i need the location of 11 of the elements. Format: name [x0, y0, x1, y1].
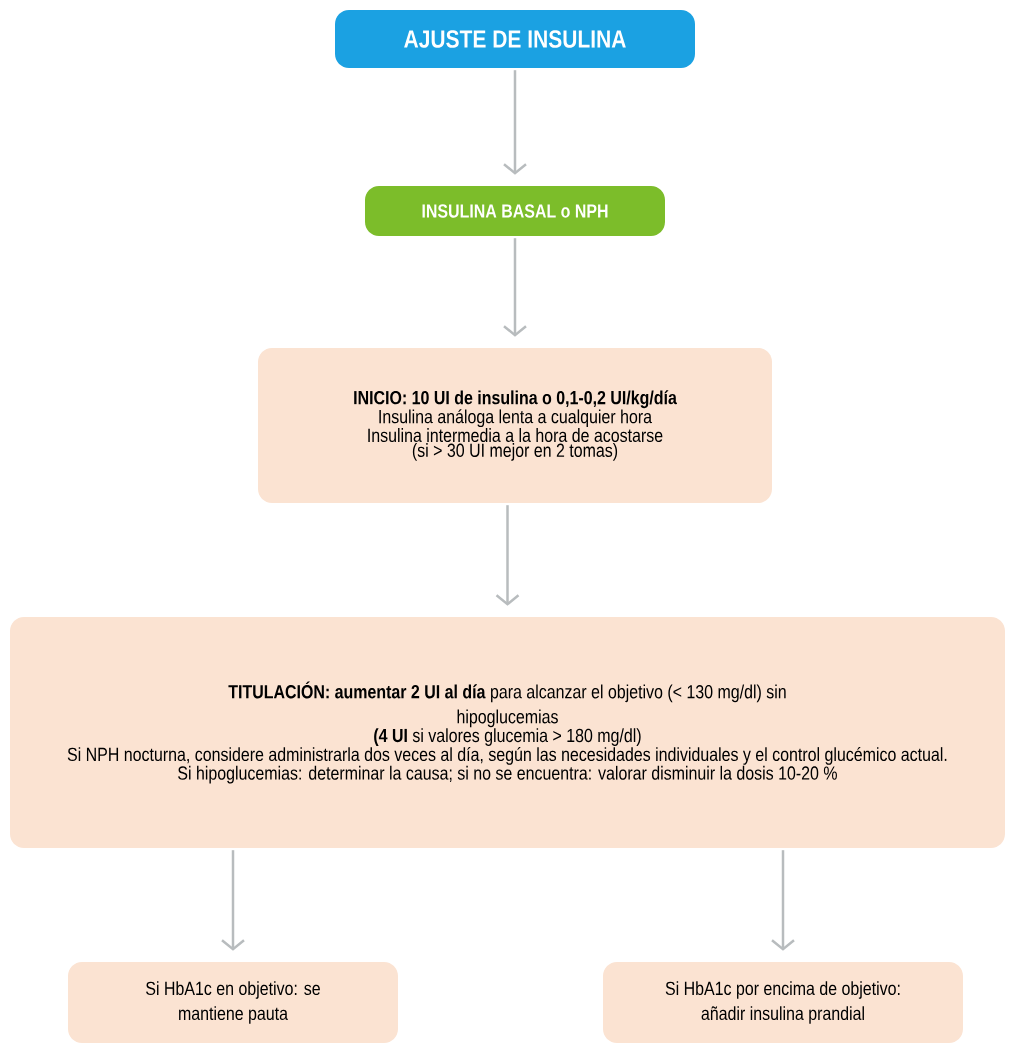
title-box: AJUSTE DE INSULINA: [335, 10, 695, 68]
arrow: [503, 70, 527, 175]
category-box: INSULINA BASAL o NPH: [365, 186, 665, 236]
process-box: INICIO: 10 UI de insulina o 0,1-0,2 UI/kg/día Insulina análoga lenta a cualquier hora Insulina intermedia a la hora de acostarse (si > 30 UI mejor en 2 tomas): [258, 348, 772, 503]
process-box: TITULACIÓN: aumentar 2 UI al día para alcanzar el objetivo (< 130 mg/dl) sin hipoglucemias (4 UI si valores glucemia > 180 mg/dl) Si NPH nocturna, considere administrarla dos veces al día, según las necesidades individuales y el control glucémico actual. Si hipoglucemias: determinar la causa; si no se encuentra: valorar disminuir la dosis 10-20 %: [10, 617, 1005, 848]
outcome-box: Si HbA1c en objetivo: se mantiene pauta: [68, 962, 398, 1043]
outcome-box: Si HbA1c por encima de objetivo: añadir insulina prandial: [603, 962, 963, 1043]
arrow: [503, 238, 527, 337]
arrow: [221, 850, 245, 951]
arrow: [771, 850, 795, 951]
arrow: [495, 505, 520, 606]
